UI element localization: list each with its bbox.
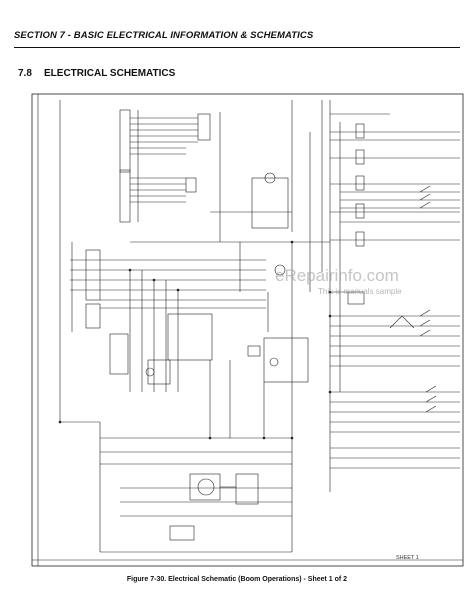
section-heading: 7.8 ELECTRICAL SCHEMATICS [18, 68, 175, 79]
sheet-label: SHEET 1 [396, 555, 419, 561]
watermark-main: eRepairinfo.com [275, 266, 399, 285]
section-number: 7.8 [18, 68, 32, 79]
section-header: SECTION 7 - BASIC ELECTRICAL INFORMATION… [14, 30, 314, 41]
figure-caption: Figure 7-30. Electrical Schematic (Boom … [126, 576, 348, 583]
section-title: ELECTRICAL SCHEMATICS [44, 68, 176, 79]
electrical-schematic-figure [30, 92, 465, 570]
schematic-drawing [31, 93, 464, 567]
header-rule [14, 47, 460, 48]
watermark-sub: This is manuals sample [318, 287, 402, 296]
